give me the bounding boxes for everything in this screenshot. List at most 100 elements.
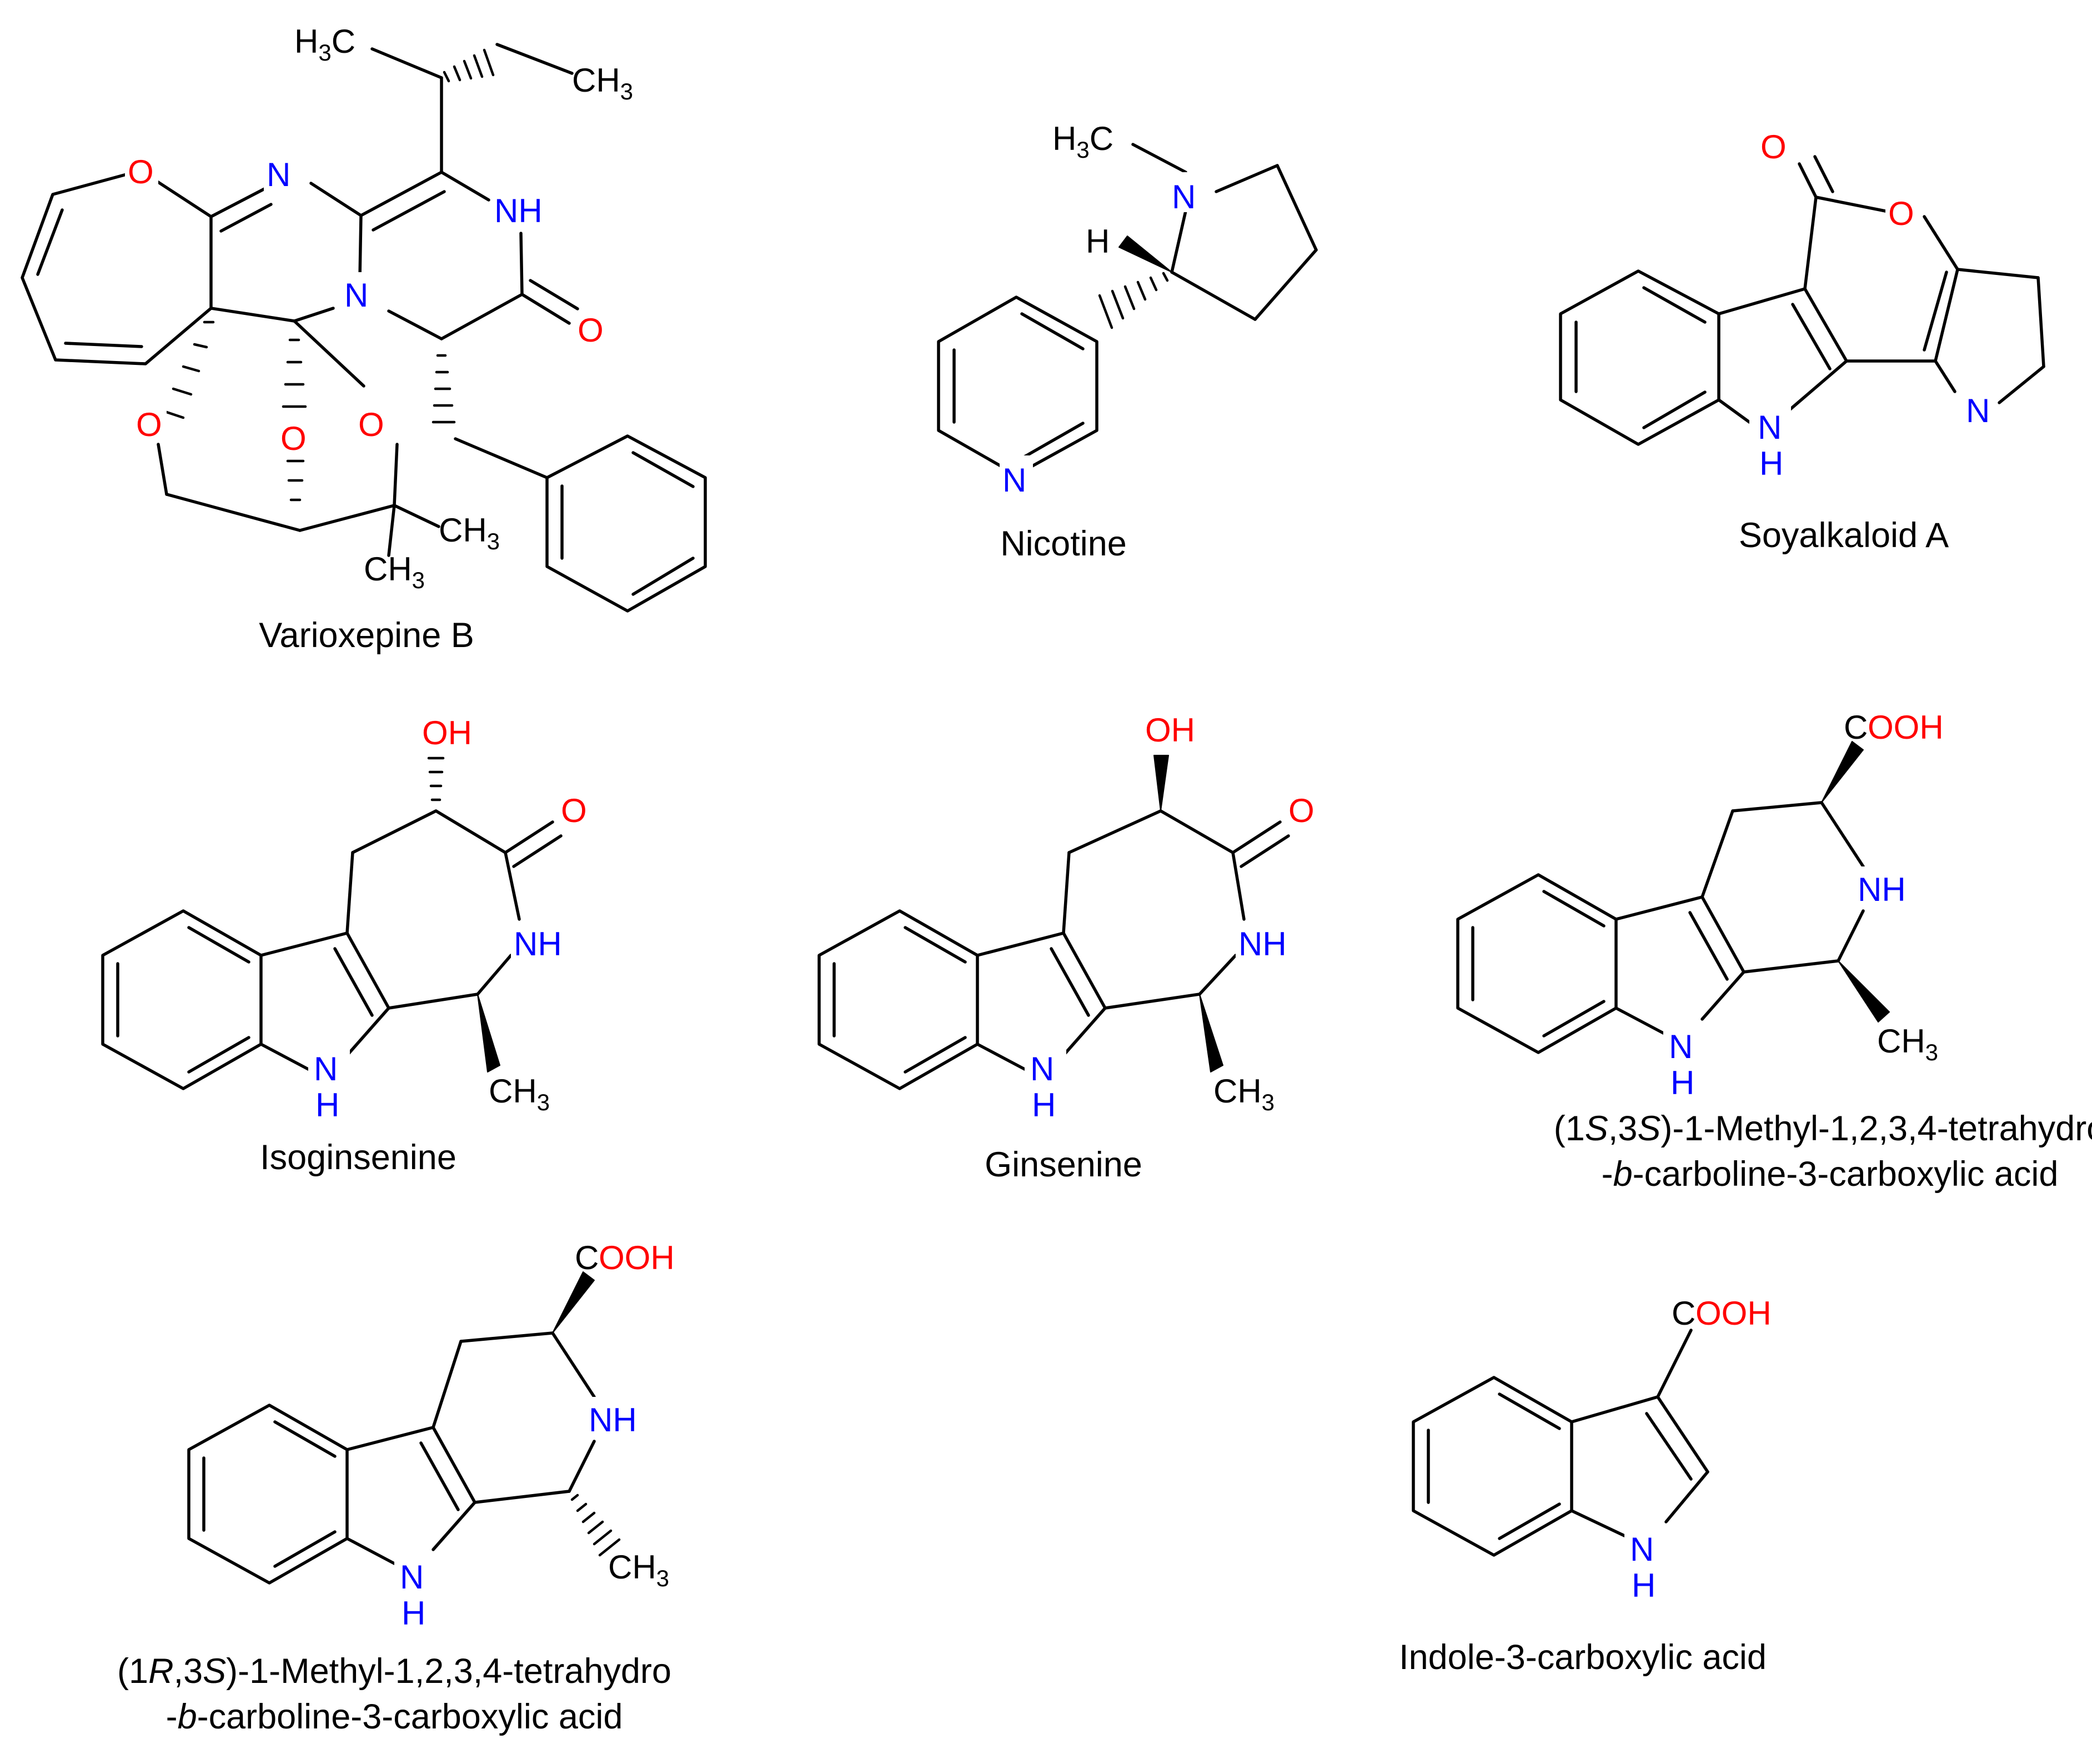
atom-oh: OH <box>1145 711 1195 749</box>
compound-name: Ginsenine <box>985 1145 1142 1184</box>
atom-label: CH <box>1213 1073 1262 1110</box>
atom-o-cage-left: O <box>133 403 167 443</box>
atom-label: N <box>1966 392 1990 429</box>
atom-h3c-top: H3C <box>294 23 355 66</box>
atom-label: NH <box>1238 925 1287 963</box>
atom-label: OOH <box>1695 1295 1772 1332</box>
atom-label: O <box>1888 195 1914 232</box>
atom-label: OH <box>422 714 472 751</box>
bonds-soyalkaloid-a <box>1559 155 2045 446</box>
atom-label: CH <box>572 62 620 99</box>
atom-label: NH <box>589 1401 637 1439</box>
atom-nh-lactam: NH <box>511 922 578 963</box>
subscript: 3 <box>487 528 500 554</box>
structure-indole-3-carboxylic-acid: C OOH N H Indole-3-carboxylic acid <box>1399 1295 1772 1677</box>
atom-label: N <box>267 156 290 193</box>
compound-name-line1: (1S,3S)-1-Methyl-1,2,3,4-tetrahydro <box>1554 1109 2092 1148</box>
atom-label: H <box>1032 1086 1056 1124</box>
atom-ch3: CH3 <box>1877 1023 1938 1065</box>
atom-n-imine: N <box>264 153 297 193</box>
atom-label: O <box>1760 128 1787 166</box>
atoms-1s3s: C OOH NH N H CH3 <box>1663 709 1944 1102</box>
atom-label: O <box>136 406 162 443</box>
atom-oh: OH <box>422 714 472 751</box>
atom-label: H <box>1052 120 1076 157</box>
atoms-ginsenine: OH O NH N H CH3 <box>1025 711 1315 1125</box>
atom-label: CH <box>608 1548 656 1586</box>
atom-o-carbonyl: O <box>561 792 587 829</box>
svg-text:CH3: CH3 <box>364 550 425 593</box>
atom-label: NH <box>494 192 543 229</box>
stereo-varioxepine-b <box>162 48 495 502</box>
compound-name: Varioxepine B <box>259 616 474 655</box>
subscript: 3 <box>318 39 331 66</box>
atom-ch3: CH3 <box>1213 1073 1275 1115</box>
atom-label: N <box>1630 1531 1654 1568</box>
bonds-indole <box>1412 1329 1709 1557</box>
bonds-ginsenine <box>817 809 1290 1090</box>
atom-label: N <box>1030 1050 1054 1088</box>
subscript: 3 <box>1262 1089 1275 1115</box>
atom-nh-ring: NH <box>1855 866 1922 908</box>
atom-label: N <box>314 1050 338 1088</box>
atom-label: O <box>280 420 307 457</box>
atom-label: N <box>344 277 368 314</box>
atom-n-imine: N <box>1963 386 1996 429</box>
atom-o-cage-center: O <box>278 417 311 457</box>
stereo-isoginsenine <box>427 756 500 1073</box>
atom-label: H <box>294 23 318 60</box>
compound-name-line2: -b-carboline-3-carboxylic acid <box>166 1697 623 1736</box>
bonds-nicotine <box>937 143 1318 477</box>
atom-o-ring: O <box>1885 189 1919 232</box>
atom-label: NH <box>514 925 562 963</box>
atom-o-cage-right: O <box>355 403 389 443</box>
atoms-isoginsenine: OH O NH N H CH3 <box>308 714 587 1125</box>
atom-nh-indole: N H <box>1025 1044 1066 1125</box>
atom-label: C <box>1844 709 1868 746</box>
atom-nh-indole: N H <box>1663 1022 1705 1102</box>
atom-label: CH <box>364 550 412 588</box>
atom-label: O <box>128 153 154 191</box>
atom-label: C <box>1672 1295 1695 1332</box>
compound-name: Isoginsenine <box>260 1138 456 1177</box>
atom-nh-indole: N H <box>308 1044 350 1125</box>
atom-ch3-cage-bottom: CH3 <box>364 550 425 593</box>
atoms-soyalkaloid-a: O O N N H <box>1749 128 1996 483</box>
compound-name-line2: -b-carboline-3-carboxylic acid <box>1602 1155 2059 1194</box>
subscript: 3 <box>412 567 425 593</box>
atom-label: CH <box>439 512 487 549</box>
atom-label: H <box>1670 1064 1694 1101</box>
atom-label: O <box>1288 792 1315 829</box>
bonds-varioxepine-b <box>21 43 707 613</box>
compound-name: Indole-3-carboxylic acid <box>1399 1638 1767 1677</box>
atom-label: O <box>578 312 604 349</box>
atom-nh-indole: N H <box>394 1552 436 1633</box>
atom-n-pyridine: N <box>1000 455 1033 499</box>
compound-name-1r3s: (1R,3S)-1-Methyl-1,2,3,4-tetrahydro -b-c… <box>117 1652 671 1736</box>
compound-name: Soyalkaloid A <box>1739 516 1949 555</box>
structure-isoginsenine: OH O NH N H CH3 Isoginsenine <box>101 714 587 1177</box>
atoms-1r3s: C OOH NH N H CH3 <box>394 1239 675 1633</box>
compound-name-1s3s: (1S,3S)-1-Methyl-1,2,3,4-tetrahydro -b-c… <box>1554 1109 2092 1194</box>
svg-text:CH3: CH3 <box>572 62 633 104</box>
svg-text:H3C: H3C <box>294 23 355 66</box>
atom-ch3-top-right: CH3 <box>572 62 633 104</box>
atom-n-pyrrolidine: N <box>1169 172 1202 216</box>
atom-label: C <box>1090 120 1113 157</box>
atoms-indole: C OOH N H <box>1624 1295 1772 1605</box>
atom-o-carbonyl: O <box>578 312 604 349</box>
atom-cooh: C OOH <box>1672 1295 1772 1332</box>
atom-n-bridge: N <box>342 272 375 314</box>
bonds-1r3s <box>187 1331 596 1585</box>
svg-text:CH3: CH3 <box>439 512 500 554</box>
structure-soyalkaloid-a: O O N N H Soyalkaloid A <box>1559 128 2045 555</box>
atom-label: N <box>1002 462 1026 499</box>
stereo-nicotine <box>1098 235 1172 329</box>
atom-label: H <box>1759 445 1783 482</box>
atom-ch3-cage-right: CH3 <box>439 512 500 554</box>
atom-nh-lactam: NH <box>1236 922 1302 963</box>
atom-label: CH <box>1877 1023 1925 1060</box>
atom-nh-ring: NH <box>586 1397 653 1439</box>
atom-label: O <box>561 792 587 829</box>
